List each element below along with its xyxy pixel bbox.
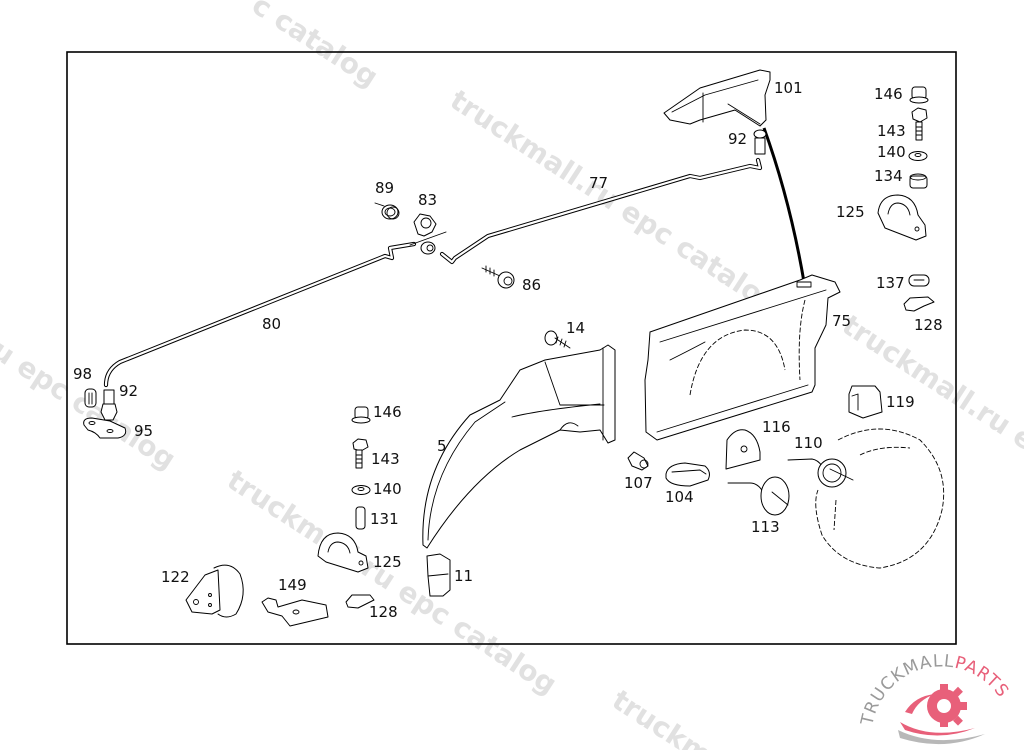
callout-146[interactable]: 146	[373, 403, 402, 421]
watermark-text: truckm	[606, 683, 718, 750]
part-122-lashing-ring[interactable]	[185, 564, 244, 618]
callout-131[interactable]: 131	[370, 510, 399, 528]
part-107-plug[interactable]	[627, 451, 649, 471]
callout-104[interactable]: 104	[665, 488, 694, 506]
callout-149[interactable]: 149	[278, 576, 307, 594]
diagram-frame	[66, 51, 957, 645]
callout-5[interactable]: 5	[437, 437, 447, 455]
part-140-washer-right[interactable]	[908, 151, 928, 161]
watermark-text: c catalog	[246, 0, 384, 94]
part-125-lashing-ring-right[interactable]	[877, 194, 927, 241]
watermark-text: truckmall.ru epc catalog	[444, 83, 786, 321]
callout-95[interactable]: 95	[134, 422, 153, 440]
callout-140[interactable]: 140	[373, 480, 402, 498]
callout-98[interactable]: 98	[73, 365, 92, 383]
callout-125[interactable]: 125	[373, 553, 402, 571]
part-116-plate[interactable]	[725, 429, 761, 470]
part-101-tray[interactable]	[663, 69, 771, 127]
callout-146[interactable]: 146	[874, 85, 903, 103]
swoosh-icon	[898, 694, 985, 745]
part-149-bracket[interactable]	[261, 597, 329, 627]
callout-143[interactable]: 143	[877, 122, 906, 140]
callout-110[interactable]: 110	[794, 434, 823, 452]
callout-75[interactable]: 75	[832, 312, 851, 330]
part-125-lashing-ring-left[interactable]	[317, 532, 369, 573]
part-14-screw[interactable]	[544, 330, 571, 349]
rod-77[interactable]	[439, 157, 763, 265]
callout-116[interactable]: 116	[762, 418, 791, 436]
gear-icon	[927, 684, 967, 727]
part-75-side-panel[interactable]	[644, 274, 841, 441]
callout-128[interactable]: 128	[914, 316, 943, 334]
callout-101[interactable]: 101	[774, 79, 803, 97]
callout-77[interactable]: 77	[589, 174, 608, 192]
part-128-clip-right[interactable]	[903, 296, 935, 312]
part-89-spring[interactable]	[374, 202, 400, 220]
callout-107[interactable]: 107	[624, 474, 653, 492]
callout-143[interactable]: 143	[371, 450, 400, 468]
callout-137[interactable]: 137	[876, 274, 905, 292]
callout-134[interactable]: 134	[874, 167, 903, 185]
part-113-holder[interactable]	[727, 476, 790, 516]
part-110-holder[interactable]	[787, 458, 854, 488]
callout-92[interactable]: 92	[119, 382, 138, 400]
part-137-clip-right[interactable]	[908, 274, 930, 287]
part-146-cap-right[interactable]	[909, 86, 929, 104]
logo-text-accent: PARTS	[953, 653, 1013, 702]
truckmallparts-logo[interactable]: TRUCKMALLPARTS	[857, 651, 1013, 745]
part-5-wheel-arch-trim[interactable]	[422, 344, 616, 549]
part-128-clip-left[interactable]	[345, 594, 375, 609]
callout-92[interactable]: 92	[728, 130, 747, 148]
callout-labels: 101 92 146 143 140 134 125 89 83 77 86 1…	[73, 79, 943, 621]
callout-86[interactable]: 86	[522, 276, 541, 294]
callout-83[interactable]: 83	[418, 191, 437, 209]
part-83-bracket[interactable]	[409, 213, 447, 255]
part-119-cover[interactable]	[848, 385, 883, 419]
callout-89[interactable]: 89	[375, 179, 394, 197]
part-98-grommet[interactable]	[84, 388, 97, 408]
part-104-grommet[interactable]	[665, 462, 710, 487]
callout-113[interactable]: 113	[751, 518, 780, 536]
callout-140[interactable]: 140	[877, 143, 906, 161]
part-140-washer-left[interactable]	[351, 485, 371, 495]
watermark-text: truckmall.ru epc catalog	[221, 463, 563, 701]
callout-128[interactable]: 128	[369, 603, 398, 621]
part-131-sleeve[interactable]	[355, 506, 366, 530]
callout-80[interactable]: 80	[262, 315, 281, 333]
part-143-bolt-left[interactable]	[352, 438, 369, 469]
part-11-clip[interactable]	[426, 553, 451, 597]
part-143-bolt-right[interactable]	[911, 107, 928, 141]
part-146-cap-left[interactable]	[351, 406, 371, 424]
rod-80[interactable]	[103, 241, 417, 388]
link-rod	[762, 127, 806, 283]
part-92-mount-top[interactable]	[753, 129, 767, 155]
part-92-mount-left[interactable]	[100, 389, 118, 421]
callout-119[interactable]: 119	[886, 393, 915, 411]
callout-125[interactable]: 125	[836, 203, 865, 221]
callout-122[interactable]: 122	[161, 568, 190, 586]
part-86-screw[interactable]	[481, 265, 515, 289]
callout-11[interactable]: 11	[454, 567, 473, 585]
callout-14[interactable]: 14	[566, 319, 585, 337]
part-95-lever[interactable]	[83, 417, 127, 439]
part-134-spacer-right[interactable]	[909, 173, 928, 189]
spare-wheel-outline	[815, 428, 945, 569]
